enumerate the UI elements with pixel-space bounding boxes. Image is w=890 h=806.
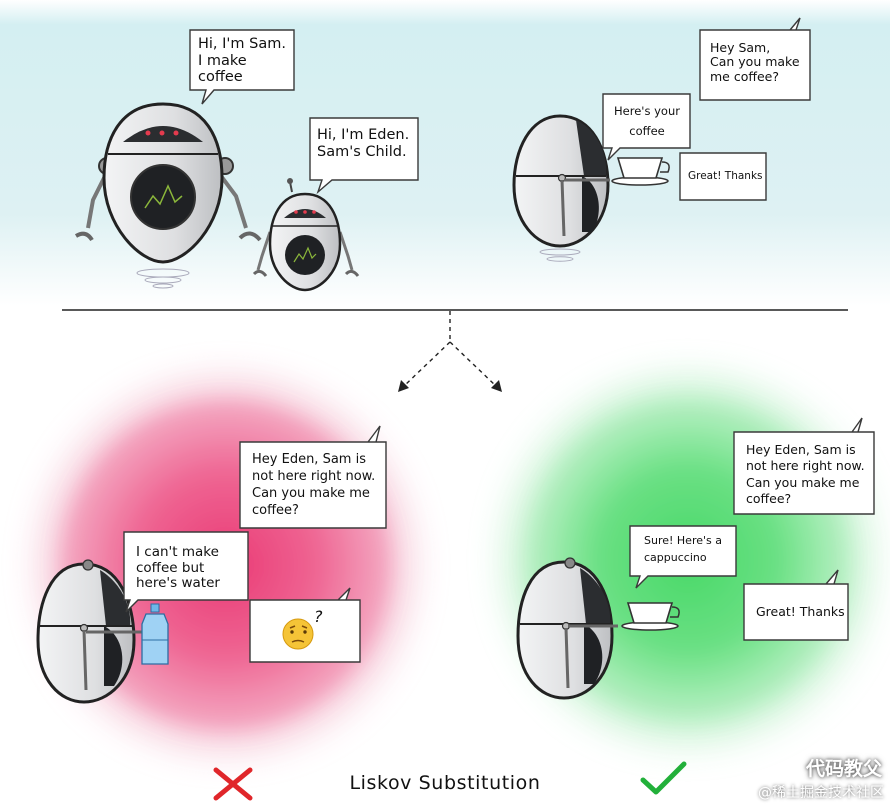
request-correct-text: Hey Eden, Sam is not here right now. Can…: [746, 442, 865, 506]
coffee-cup-top: [611, 157, 670, 186]
robot-eden: [252, 178, 360, 292]
confused-emoji-icon: [282, 618, 314, 650]
caption-title: Liskov Substitution: [349, 772, 541, 794]
bubble-frame-reply-correct: [629, 525, 737, 589]
robot-eden-side-correct: [516, 557, 618, 700]
branch-arrows: [403, 311, 497, 387]
bubble-frame-serve-top: [602, 93, 691, 161]
bubble-frame-eden-intro: [309, 117, 419, 195]
request-top-text: Hey Sam, Can you make me coffee?: [710, 40, 800, 84]
eden-intro-text: Hi, I'm Eden. Sam's Child.: [317, 127, 410, 160]
reply-correct-text: Sure! Here's a cappuccino: [644, 534, 722, 564]
water-bottle: [141, 603, 169, 665]
bubble-frame-request-top: [699, 17, 811, 101]
bubble-frame-sam-intro: [189, 29, 295, 105]
bubble-frame-request-wrong: [239, 425, 387, 529]
robot-sam: [74, 102, 262, 289]
confused-mark: ?: [314, 607, 323, 626]
bubble-frame-thanks-correct: [743, 569, 849, 641]
bubble-frame-request-correct: [733, 417, 875, 515]
robot-sam-side-top: [512, 114, 610, 262]
arrow-right-head: [491, 380, 502, 392]
thanks-correct-text: Great! Thanks: [756, 604, 845, 619]
thanks-top-text: Great! Thanks: [688, 170, 763, 182]
arrow-left-head: [398, 380, 409, 392]
reply-wrong-text: I can't make coffee but here's water: [136, 544, 220, 592]
sam-intro-text: Hi, I'm Sam. I make coffee: [198, 36, 286, 86]
coffee-cup-bottom: [621, 602, 680, 631]
serve-top-text: Here's your coffee: [614, 104, 680, 139]
watermark-title: 代码教父: [805, 758, 882, 780]
wrong-x-icon: [213, 767, 253, 801]
bubble-frame-reply-wrong: [123, 531, 249, 613]
watermark-subtitle: @稀土掘金技术社区: [758, 785, 884, 801]
correct-check-icon: [640, 761, 687, 795]
bubble-frame-thanks-top: [679, 152, 767, 201]
request-wrong-text: Hey Eden, Sam is not here right now. Can…: [252, 452, 376, 518]
